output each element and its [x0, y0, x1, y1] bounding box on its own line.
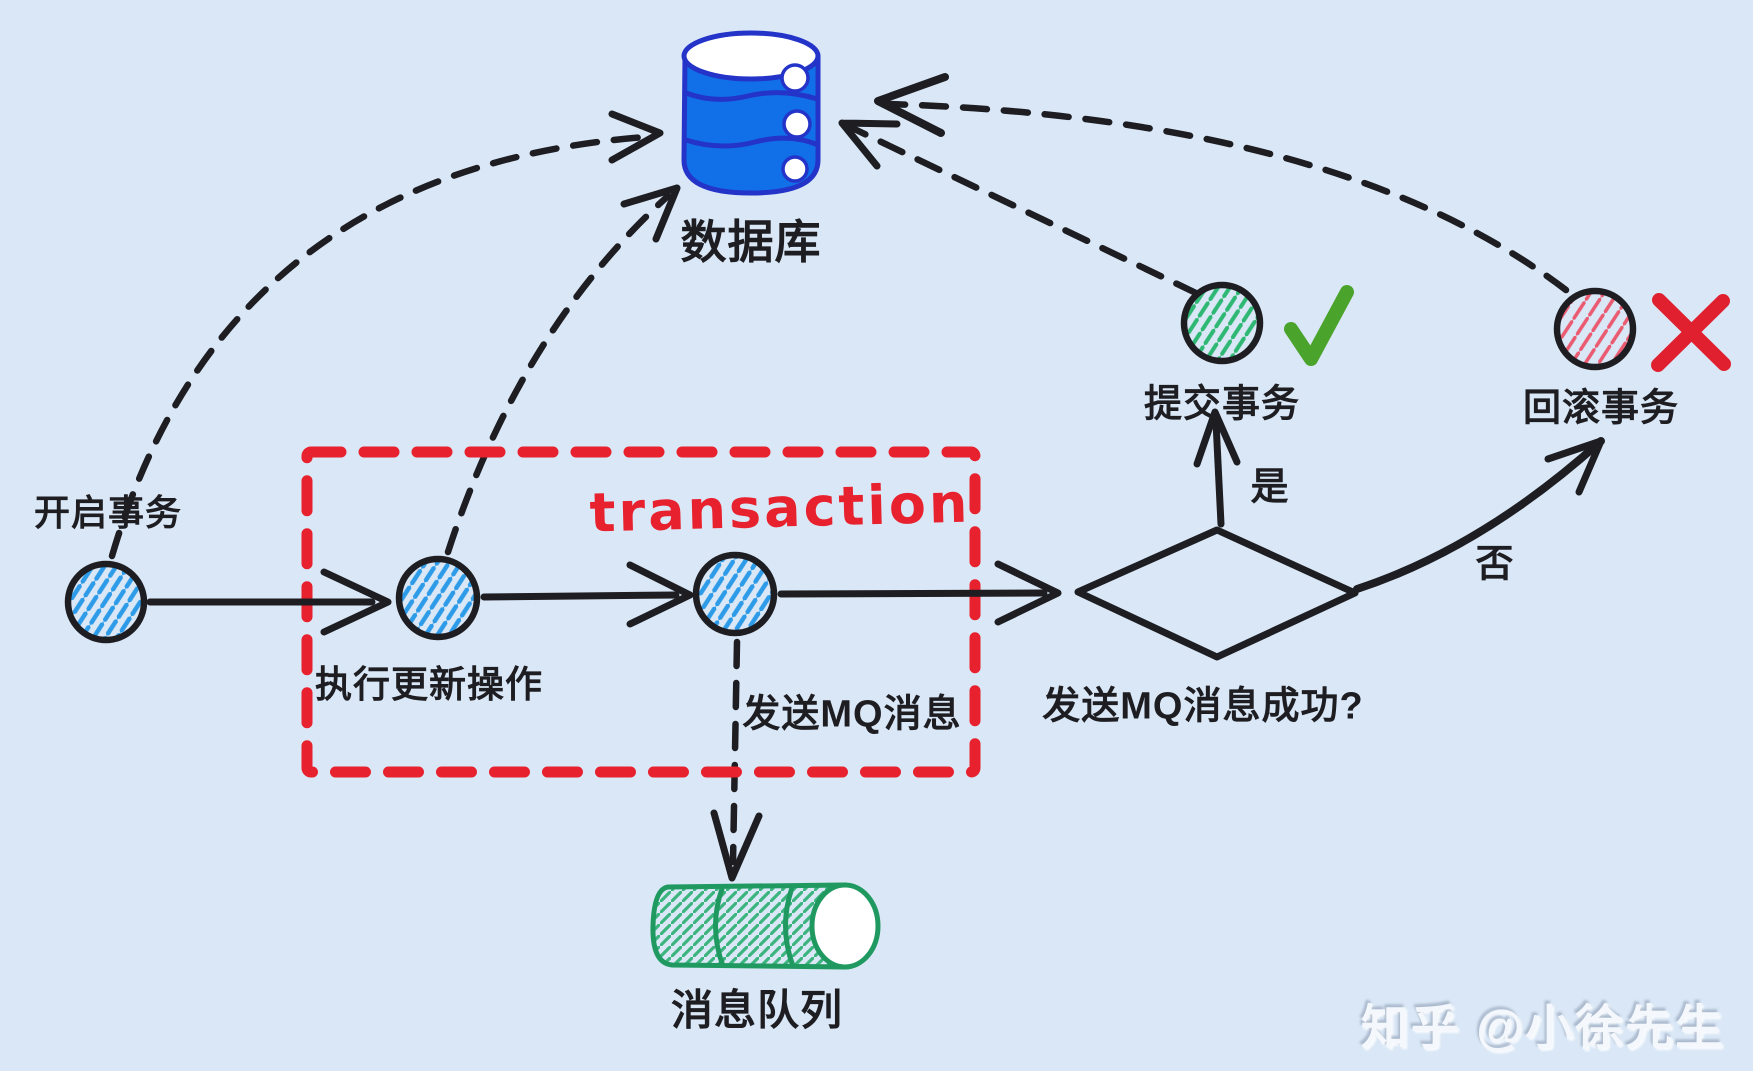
send-mq-node	[692, 551, 778, 637]
rollback-node	[1553, 287, 1637, 371]
rollback-label: 回滚事务	[1522, 387, 1680, 430]
transaction-box-label: transaction	[588, 471, 972, 545]
arrow-start-to-exec	[146, 568, 392, 636]
watermark: 知乎 @小徐先生	[1360, 1002, 1726, 1055]
start-transaction-node	[64, 560, 148, 644]
arrow-decision-no-to-rollback	[1353, 437, 1605, 593]
commit-node	[1180, 281, 1264, 365]
message-queue-label: 消息队列	[670, 986, 844, 1034]
edge-exec-to-database	[444, 184, 681, 556]
cross-icon	[1651, 293, 1731, 372]
start-transaction-label: 开启事务	[33, 492, 183, 533]
exec-update-node	[395, 555, 481, 641]
exec-update-label: 执行更新操作	[315, 664, 543, 705]
message-queue-icon	[650, 882, 881, 970]
commit-label: 提交事务	[1143, 383, 1301, 426]
arrow-decision-yes-to-commit	[1193, 408, 1241, 528]
send-mq-label: 发送MQ消息	[742, 693, 962, 736]
check-icon	[1284, 285, 1354, 366]
edge-start-to-database	[108, 110, 664, 560]
decision-diamond	[1074, 526, 1359, 661]
database-icon	[681, 30, 821, 196]
arrow-exec-to-send	[480, 561, 694, 628]
yes-edge-label: 是	[1250, 466, 1290, 509]
edge-commit-to-database	[838, 119, 1202, 298]
no-edge-label: 否	[1475, 543, 1515, 586]
edge-rollback-to-database	[874, 73, 1570, 294]
arrow-send-to-decision	[777, 560, 1062, 626]
transaction-boundary-box	[301, 446, 981, 778]
decision-label: 发送MQ消息成功?	[1042, 685, 1364, 728]
edge-send-to-queue	[710, 638, 763, 882]
database-label: 数据库	[680, 216, 822, 268]
